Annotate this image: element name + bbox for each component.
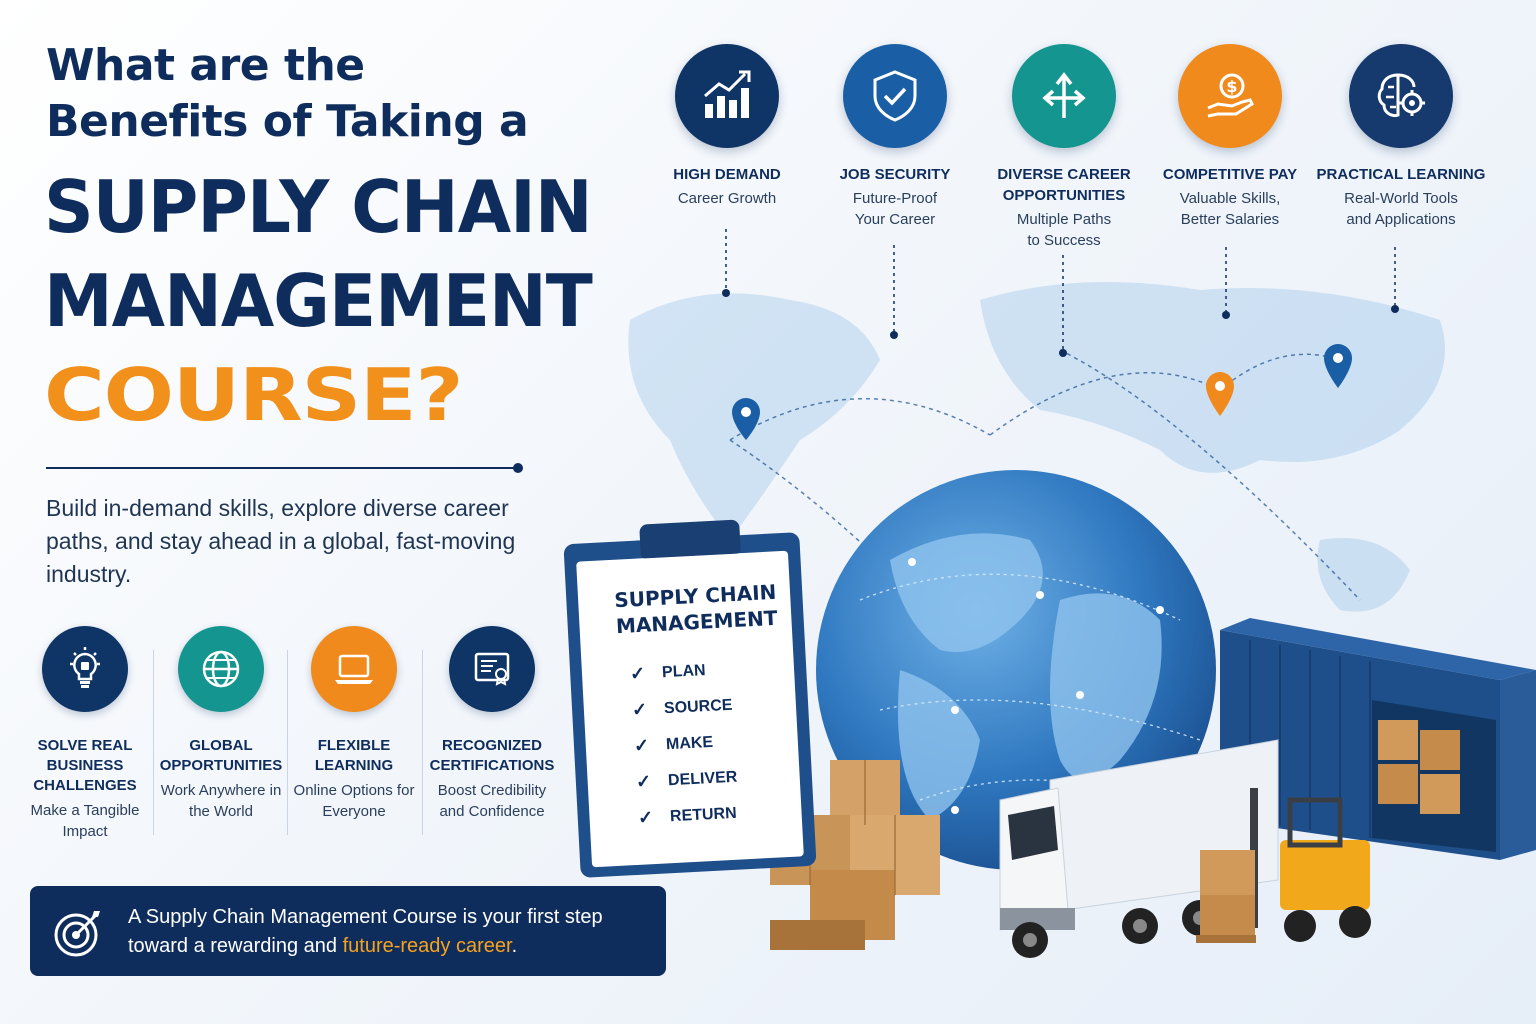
headline-line-5: COURSE? [44,353,463,437]
top-benefit-practical-learning: PRACTICAL LEARNING Real-World Tools and … [1306,44,1496,230]
checklist-label: SOURCE [663,696,733,717]
top-benefit-title: COMPETITIVE PAY [1162,166,1298,183]
top-benefit-diverse-career: DIVERSE CAREER OPPORTUNITIES Multiple Pa… [969,44,1159,251]
top-benefit-title: PRACTICAL LEARNING [1316,166,1486,183]
top-benefit-title: HIGH DEMAND [673,166,781,183]
split-arrows-icon [1012,44,1116,148]
benefit-title: GLOBAL OPPORTUNITIES [159,737,283,774]
headline-line-1: What are the [46,40,365,91]
map-pin-icon [732,398,760,440]
connector-lines [722,229,1399,357]
top-benefit-subtitle: Real-World Tools [1344,190,1458,207]
top-benefit-subtitle-2: Better Salaries [1180,211,1280,228]
banner-text: A Supply Chain Management Course is your… [128,903,658,961]
clipboard-clip [639,519,741,559]
map-pin-icon [1324,344,1352,388]
headline-line-2: Benefits of Taking a [46,96,529,147]
top-benefit-subtitle: Career Growth [677,190,777,207]
check-icon: ✓ [633,735,650,756]
headline-line-3: SUPPLY CHAIN [44,165,593,249]
divider-dot [513,463,523,473]
checklist-label: RETURN [669,804,738,825]
checklist-label: PLAN [661,661,706,681]
benefit-subtitle: Boost Credibility and Confidence [437,782,547,820]
certificate-icon [449,626,535,712]
top-benefit-subtitle-2: and Applications [1346,211,1456,228]
top-benefit-job-security: JOB SECURITY Future-Proof Your Career [800,44,990,230]
top-benefit-title: DIVERSE CAREER OPPORTUNITIES [969,164,1159,206]
checklist-label: DELIVER [667,768,738,789]
column-divider [287,650,288,835]
brain-gear-icon [1349,44,1453,148]
banner-line-2-start: toward a rewarding and [128,935,343,957]
shield-check-icon [843,44,947,148]
banner-accent-text: future-ready career [342,935,512,957]
benefit-subtitle: Make a Tangible Impact [30,802,140,840]
svg-text:$: $ [1226,77,1237,96]
benefit-solve-challenges: SOLVE REAL BUSINESS CHALLENGES Make a Ta… [18,626,152,842]
map-pin-icon [1206,372,1234,416]
top-benefit-title-line-1: DIVERSE CAREER [997,166,1131,183]
check-icon: ✓ [631,699,648,720]
money-hand-icon: $ [1178,44,1282,148]
check-icon: ✓ [637,807,654,828]
top-benefit-competitive-pay: $ COMPETITIVE PAY Valuable Skills, Bette… [1135,44,1325,230]
lightbulb-icon [42,626,128,712]
banner-line-2: toward a rewarding and future-ready care… [128,932,658,961]
intro-text: Build in-demand skills, explore diverse … [46,495,516,587]
check-icon: ✓ [629,663,646,684]
globe-icon [178,626,264,712]
top-benefit-high-demand: HIGH DEMAND Career Growth [632,44,822,209]
benefit-subtitle: Work Anywhere in the World [160,782,282,820]
logistics-illustration [628,282,1536,958]
clipboard-title: SUPPLY CHAIN MANAGEMENT [605,578,787,639]
benefit-flexible-learning: FLEXIBLE LEARNING Online Options for Eve… [287,626,421,822]
top-benefit-title-line-2: OPPORTUNITIES [1002,187,1126,204]
benefit-subtitle: Online Options for Everyone [293,782,415,820]
top-benefit-subtitle: Future-Proof [852,190,938,207]
cta-banner [30,886,666,976]
benefit-certifications: RECOGNIZED CERTIFICATIONS Boost Credibil… [424,626,560,822]
benefit-title: FLEXIBLE LEARNING [314,737,394,774]
divider-line [46,467,516,469]
benefit-title: SOLVE REAL BUSINESS CHALLENGES [33,737,137,794]
headline-line-4: MANAGEMENT [44,259,593,343]
top-benefit-subtitle: Valuable Skills, [1179,190,1281,207]
benefit-global-opportunities: GLOBAL OPPORTUNITIES Work Anywhere in th… [154,626,288,822]
top-benefit-subtitle-2: to Success [1027,232,1101,249]
target-icon [50,905,106,966]
cardboard-boxes [770,760,940,950]
benefit-title: RECOGNIZED CERTIFICATIONS [429,737,555,774]
top-benefit-subtitle: Multiple Paths [1016,211,1112,228]
banner-line-2-end: . [511,935,518,957]
column-divider [153,650,154,835]
forklift [1196,788,1371,943]
banner-line-1: A Supply Chain Management Course is your… [128,906,603,928]
check-icon: ✓ [635,771,652,792]
checklist-label: MAKE [665,733,714,753]
top-benefit-subtitle-2: Your Career [854,211,936,228]
top-benefit-title: JOB SECURITY [839,166,951,183]
column-divider [422,650,423,835]
laptop-icon [311,626,397,712]
growth-chart-icon [675,44,779,148]
